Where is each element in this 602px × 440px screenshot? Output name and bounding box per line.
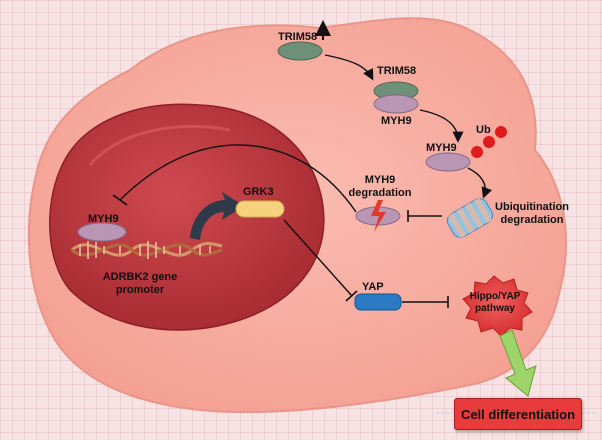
arrow-complex-to-myh9 xyxy=(419,109,464,143)
trim58-top-shape xyxy=(277,41,323,61)
cell-differentiation-box: Cell differentiation xyxy=(454,398,582,430)
arrow-myh9-to-proteasome xyxy=(467,167,493,199)
arrow-trim58-to-complex xyxy=(324,54,374,81)
expression-arrow xyxy=(190,192,244,240)
label-hippo-pathway: Hippo/YAP pathway xyxy=(469,291,521,314)
ub-ball-2 xyxy=(483,136,495,148)
nucleus xyxy=(49,103,325,331)
myh9-complex-shape xyxy=(373,94,419,114)
inhibit-curve-bar xyxy=(112,194,128,206)
label-cell-differentiation: Cell differentiation xyxy=(460,406,576,422)
green-promote-arrow xyxy=(499,329,537,397)
label-trim58-top: TRIM58 xyxy=(278,31,318,43)
dna-helix-icon xyxy=(70,241,223,259)
yap-shape xyxy=(354,293,402,311)
inhibit-curve-to-nucleus-myh9 xyxy=(119,144,357,213)
myh9-ub-shape xyxy=(425,152,471,172)
label-adrbk2-promoter: ADRBK2 gene promoter xyxy=(102,271,178,296)
proteasome-icon xyxy=(446,197,494,239)
myh9-nucleus-shape xyxy=(77,222,127,242)
label-myh9-ub: MYH9 xyxy=(426,142,457,154)
label-myh9-nucleus: MYH9 xyxy=(88,213,119,225)
label-myh9-degradation: MYH9 degradation xyxy=(348,174,412,199)
lightning-icon xyxy=(371,200,386,232)
label-trim58-complex: TRIM58 xyxy=(377,65,417,77)
label-yap: YAP xyxy=(362,281,384,293)
grk3-shape xyxy=(235,200,285,218)
label-myh9-complex: MYH9 xyxy=(381,115,412,127)
label-ub: Ub xyxy=(476,124,491,136)
nucleus-highlight xyxy=(88,124,231,166)
label-ubiquitination: Ubiquitination degradation xyxy=(495,201,569,226)
ub-ball-3 xyxy=(495,126,507,138)
label-grk3: GRK3 xyxy=(243,186,274,198)
ub-ball-1 xyxy=(471,146,483,158)
inhibit-grk3-yap-bar xyxy=(345,290,358,302)
inhibit-grk3-yap xyxy=(283,219,353,297)
